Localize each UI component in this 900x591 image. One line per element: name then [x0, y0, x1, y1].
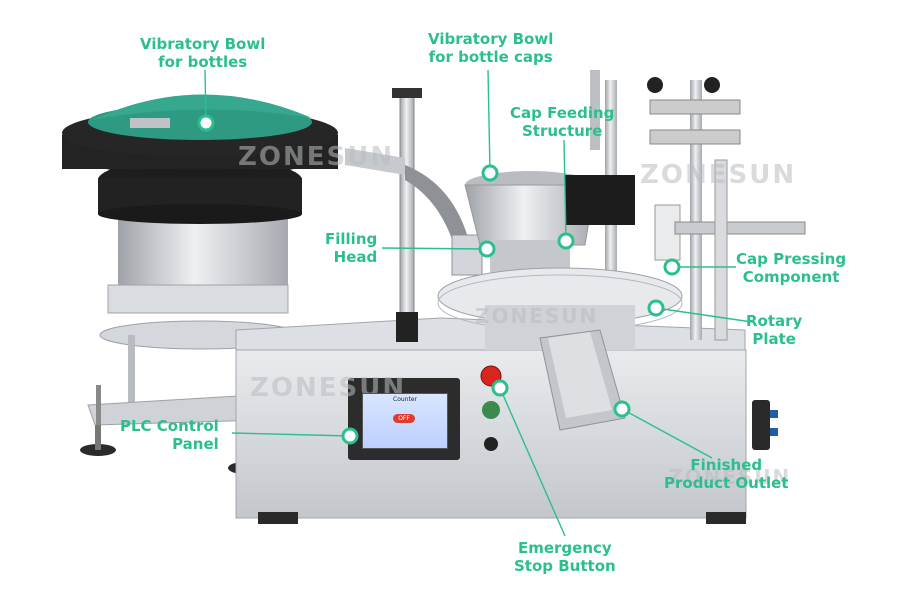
dot-rotary-plate: [647, 299, 665, 317]
label-vibratory-bowl-caps: Vibratory Bowl for bottle caps: [428, 30, 554, 66]
dot-plc-panel: [341, 427, 359, 445]
screen-title: Counter: [393, 396, 417, 403]
dot-cap-pressing: [663, 258, 681, 276]
leader-rotary-plate: [655, 307, 753, 323]
screen-off-button: OFF: [393, 414, 415, 423]
dot-cap-feeding: [557, 232, 575, 250]
leader-filling-head: [381, 247, 488, 250]
dot-filling-head: [478, 240, 496, 258]
leader-cap-bowl: [487, 69, 491, 173]
leader-plc-panel: [231, 432, 351, 437]
rotary-plate-disc: [437, 267, 683, 350]
label-cap-pressing: Cap Pressing Component: [736, 250, 847, 286]
dot-cap-bowl: [481, 164, 499, 182]
label-emergency-stop: Emergency Stop Button: [514, 539, 616, 575]
watermark: ZONESUN: [475, 304, 599, 328]
leader-bottle-bowl: [204, 69, 207, 124]
label-vibratory-bowl-bottles: Vibratory Bowl for bottles: [140, 35, 266, 71]
callout-dots: [197, 114, 681, 445]
leader-lines: [204, 69, 753, 537]
plc-touch-screen: Counter OFF: [362, 393, 448, 449]
label-plc-panel: PLC Control Panel: [120, 417, 219, 453]
leader-cap-feeding: [563, 139, 567, 242]
watermark: ZONESUN: [640, 160, 797, 190]
label-rotary-plate: Rotary Plate: [746, 312, 803, 348]
label-cap-feeding: Cap Feeding Structure: [510, 104, 615, 140]
label-filling-head: Filling Head: [325, 230, 378, 266]
air-fittings: [752, 400, 778, 450]
leader-outlet: [621, 408, 713, 459]
dot-estop: [491, 379, 509, 397]
leader-estop: [499, 387, 566, 537]
outlet-chute: [539, 329, 626, 431]
filling-arm: [345, 88, 483, 342]
dot-bottle-bowl: [197, 114, 215, 132]
watermark: ZONESUN: [668, 465, 792, 489]
watermark: ZONESUN: [238, 142, 395, 172]
label-finished-outlet: Finished Product Outlet: [664, 456, 789, 492]
dot-outlet: [613, 400, 631, 418]
